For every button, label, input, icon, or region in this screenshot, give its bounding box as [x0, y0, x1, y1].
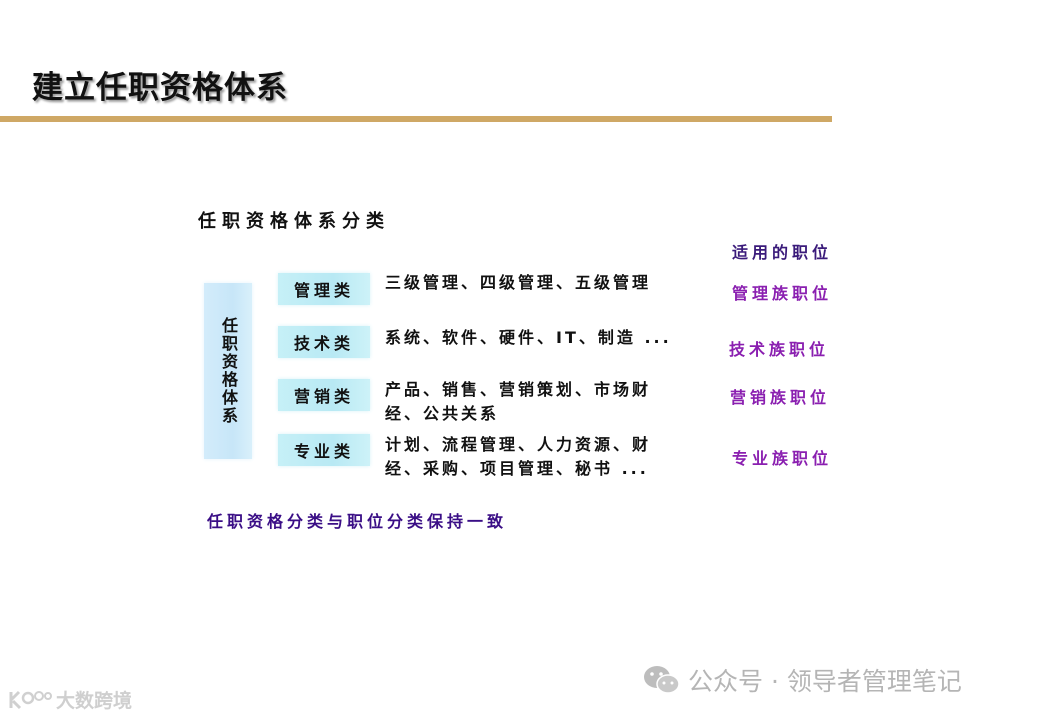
- root-category-label: 任职资格体系: [219, 317, 238, 425]
- diagram-subtitle: 任职资格体系分类: [198, 211, 390, 232]
- brand-logo-icon: [9, 690, 52, 709]
- applicable-positions-header: 适用的职位: [732, 243, 833, 262]
- category-description-technical: 系统、软件、硬件、IT、制造 ...: [385, 328, 672, 347]
- brand-watermark: 大数跨境: [8, 686, 132, 713]
- brand-watermark-text: 大数跨境: [56, 690, 133, 712]
- category-box-management: 管理类: [278, 273, 370, 305]
- category-box-technical: 技术类: [278, 326, 370, 358]
- position-marketing: 营销族职位: [730, 388, 831, 407]
- page-title: 建立任职资格体系: [32, 70, 288, 106]
- diagram-footnote: 任职资格分类与职位分类保持一致: [207, 512, 508, 531]
- root-category-box: 任职资格体系: [204, 283, 252, 459]
- position-management: 管理族职位: [732, 284, 833, 303]
- category-description-professional: 计划、流程管理、人力资源、财经、采购、项目管理、秘书 ...: [385, 435, 652, 478]
- position-technical: 技术族职位: [729, 340, 830, 359]
- category-box-marketing: 营销类: [278, 379, 370, 411]
- wechat-watermark-text: 公众号 · 领导者管理笔记: [688, 667, 962, 696]
- position-professional: 专业族职位: [732, 449, 833, 468]
- category-box-professional: 专业类: [278, 434, 370, 466]
- title-divider: [0, 116, 832, 122]
- wechat-icon: [644, 666, 680, 694]
- category-description-management: 三级管理、四级管理、五级管理: [385, 273, 652, 292]
- wechat-watermark: 公众号 · 领导者管理笔记: [642, 662, 962, 698]
- category-description-marketing: 产品、销售、营销策划、市场财经、公共关系: [385, 380, 652, 423]
